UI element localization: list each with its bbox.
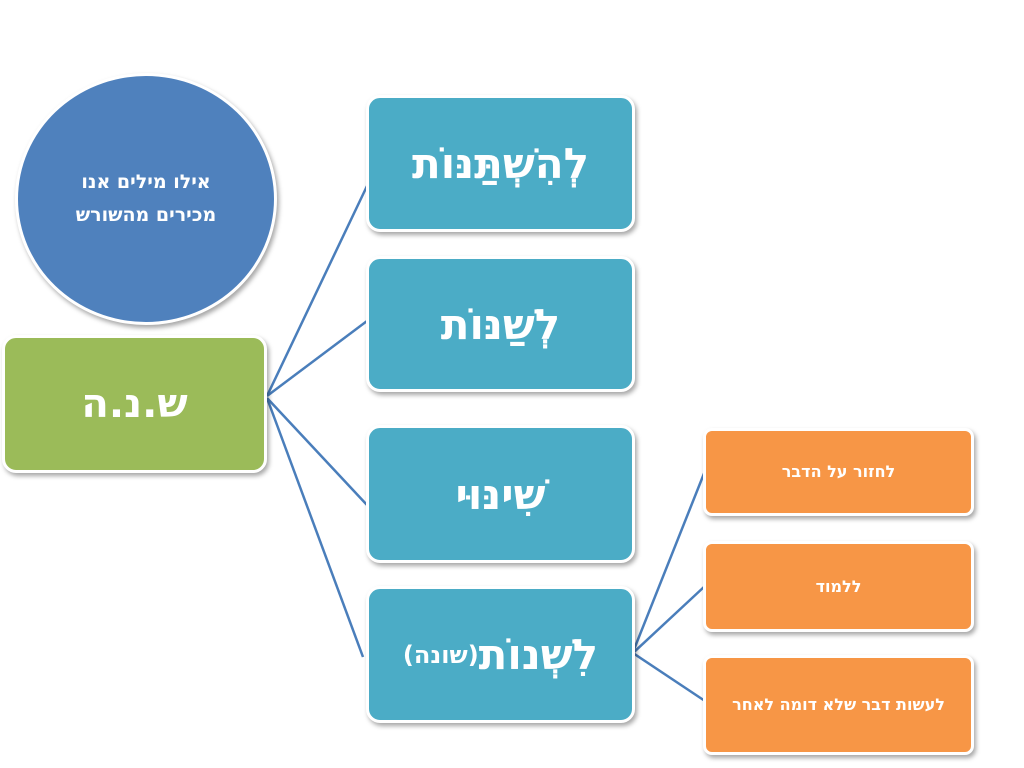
meaning-box-2: ללמוד xyxy=(703,541,974,632)
connector-word-4-to-meaning-3 xyxy=(632,651,706,703)
word-box-2-label: לְשַׁנּוֹת xyxy=(440,299,561,349)
question-circle: אילו מילים אנו מכירים מהשורש xyxy=(15,73,277,325)
meaning-box-1: לחזור על הדבר xyxy=(703,428,974,516)
word-box-4: לִשְׁנוֹת(שונה) xyxy=(366,586,635,723)
meaning-box-2-label: ללמוד xyxy=(815,576,862,596)
connector-word-4-to-meaning-2 xyxy=(632,585,706,654)
connector-word-4-to-meaning-1 xyxy=(631,470,707,653)
root-box-label: ש.נ.ה xyxy=(81,381,188,427)
word-box-1-label: לְהִשְׁתַּנּוֹת xyxy=(412,139,589,188)
connector-root-to-word-3 xyxy=(266,397,368,506)
connector-root-to-word-1 xyxy=(265,185,369,397)
word-box-1: לְהִשְׁתַּנּוֹת xyxy=(366,95,635,232)
root-box: ש.נ.ה xyxy=(2,335,267,473)
question-circle-label: אילו מילים אנו מכירים מהשורש xyxy=(75,170,217,226)
word-box-2: לְשַׁנּוֹת xyxy=(366,256,635,392)
connector-root-to-word-2 xyxy=(266,320,368,397)
word-box-4-sub-label: (שונה) xyxy=(402,640,479,669)
meaning-box-3: לעשות דבר שלא דומה לאחר xyxy=(703,655,974,755)
word-box-3-label: שִׁינּוּי xyxy=(455,469,546,519)
meaning-box-1-label: לחזור על הדבר xyxy=(781,462,896,482)
meaning-box-3-label: לעשות דבר שלא דומה לאחר xyxy=(732,695,945,715)
connector-root-to-word-4 xyxy=(265,397,365,658)
word-box-4-label: לִשְׁנוֹת xyxy=(478,630,599,679)
word-box-3: שִׁינּוּי xyxy=(366,425,635,563)
